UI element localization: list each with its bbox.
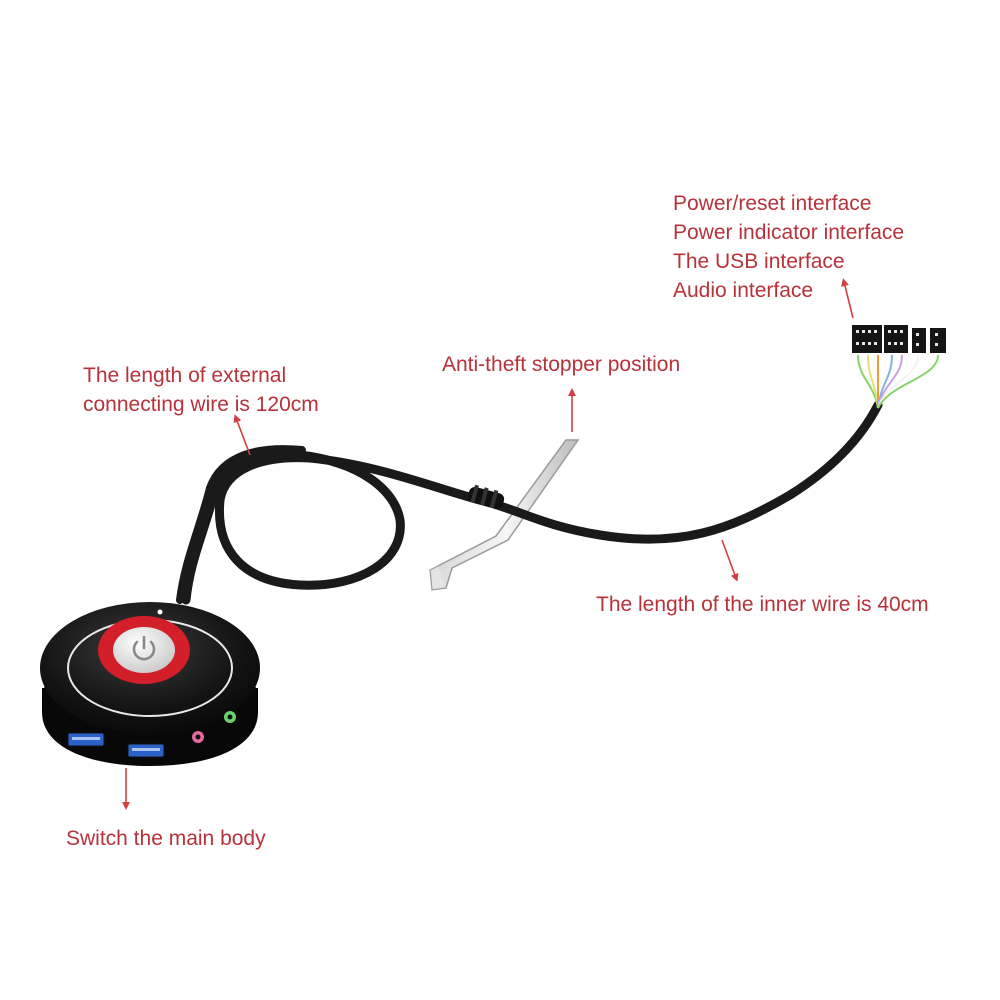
power-led [157, 609, 163, 615]
main-body-label: Switch the main body [66, 827, 266, 850]
switch-main-body [40, 602, 260, 766]
inner-wire-label: The length of the inner wire is 40cm [596, 593, 929, 616]
annotation-arrows [122, 278, 854, 810]
usb-port-icon[interactable] [67, 732, 105, 747]
header-wires [857, 354, 939, 409]
connectors-label: Power/reset interface Power indicator in… [673, 189, 904, 305]
usb-port-icon[interactable] [127, 743, 165, 758]
pin-header-connectors [852, 325, 946, 353]
header-wire [867, 354, 879, 409]
audio-jack-icon[interactable] [224, 711, 236, 723]
external-wire-line: connecting wire is 120cm [83, 393, 319, 416]
connector-label: Power/reset interface [673, 192, 872, 215]
connector-label: The USB interface [673, 250, 845, 273]
external-wire-line: The length of external [83, 364, 287, 387]
header-wire [877, 354, 939, 409]
cable-grommet [467, 484, 505, 510]
audio-jack-icon[interactable] [192, 731, 204, 743]
power-icon [132, 635, 156, 661]
connector-label: Power indicator interface [673, 221, 905, 244]
stopper-label: Anti-theft stopper position [442, 353, 681, 376]
cable [176, 400, 883, 605]
external-wire-label: The length of external connecting wire i… [83, 361, 319, 419]
connector-label: Audio interface [673, 279, 814, 302]
power-button[interactable] [98, 616, 190, 684]
pci-bracket [429, 439, 580, 591]
header-wire [877, 354, 919, 409]
